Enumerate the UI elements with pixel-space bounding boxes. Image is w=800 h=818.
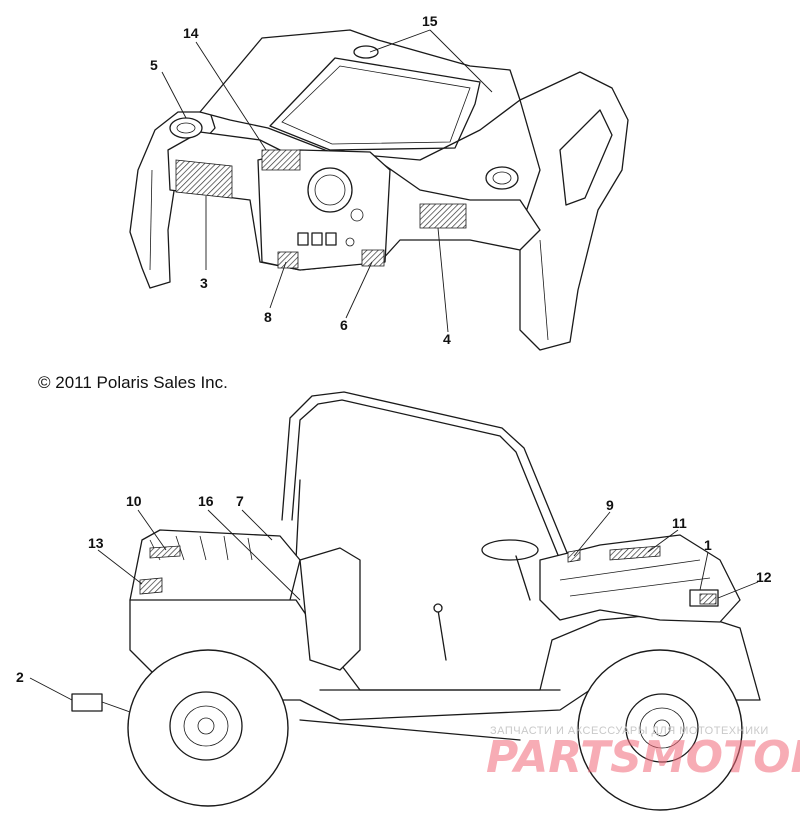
callout-2: 2 [16, 669, 24, 685]
callout-4: 4 [443, 331, 451, 347]
callout-6: 6 [340, 317, 348, 333]
callout-13: 13 [88, 535, 104, 551]
watermark-logo: PARTSMOTOR.RU [486, 732, 800, 783]
callout-15: 15 [422, 13, 438, 29]
callout-8: 8 [264, 309, 272, 325]
decal-2 [71, 693, 103, 712]
callout-7: 7 [236, 493, 244, 509]
watermark: ЗАПЧАСТИ И АКСЕССУАРЫ ДЛЯ МОТОТЕХНИКИ PA… [486, 725, 800, 783]
callout-3: 3 [200, 275, 208, 291]
copyright-notice: © 2011 Polaris Sales Inc. [38, 373, 228, 392]
decal-11 [609, 545, 661, 561]
decal-4 [419, 203, 467, 229]
callout-11: 11 [672, 515, 687, 531]
decal-6 [361, 249, 385, 267]
dashboard-assembly [129, 29, 629, 351]
decal-13 [139, 577, 163, 595]
callout-16: 16 [198, 493, 214, 509]
watermark-tagline: ЗАПЧАСТИ И АКСЕССУАРЫ ДЛЯ МОТОТЕХНИКИ [490, 725, 769, 737]
vehicle-side-view [71, 391, 761, 811]
callouts: 5 14 15 3 8 6 4 10 16 7 13 2 9 11 1 12 [16, 13, 772, 685]
callout-12: 12 [756, 569, 772, 585]
decal-3 [175, 159, 233, 199]
leader-lines [29, 29, 759, 713]
decal-12 [699, 593, 717, 605]
callout-5: 5 [150, 57, 158, 73]
decal-8 [277, 251, 299, 269]
callout-14: 14 [183, 25, 199, 41]
decal-14 [261, 149, 301, 171]
callout-10: 10 [126, 493, 142, 509]
callout-9: 9 [606, 497, 614, 513]
callout-1: 1 [704, 537, 712, 553]
decal-10 [149, 545, 181, 559]
